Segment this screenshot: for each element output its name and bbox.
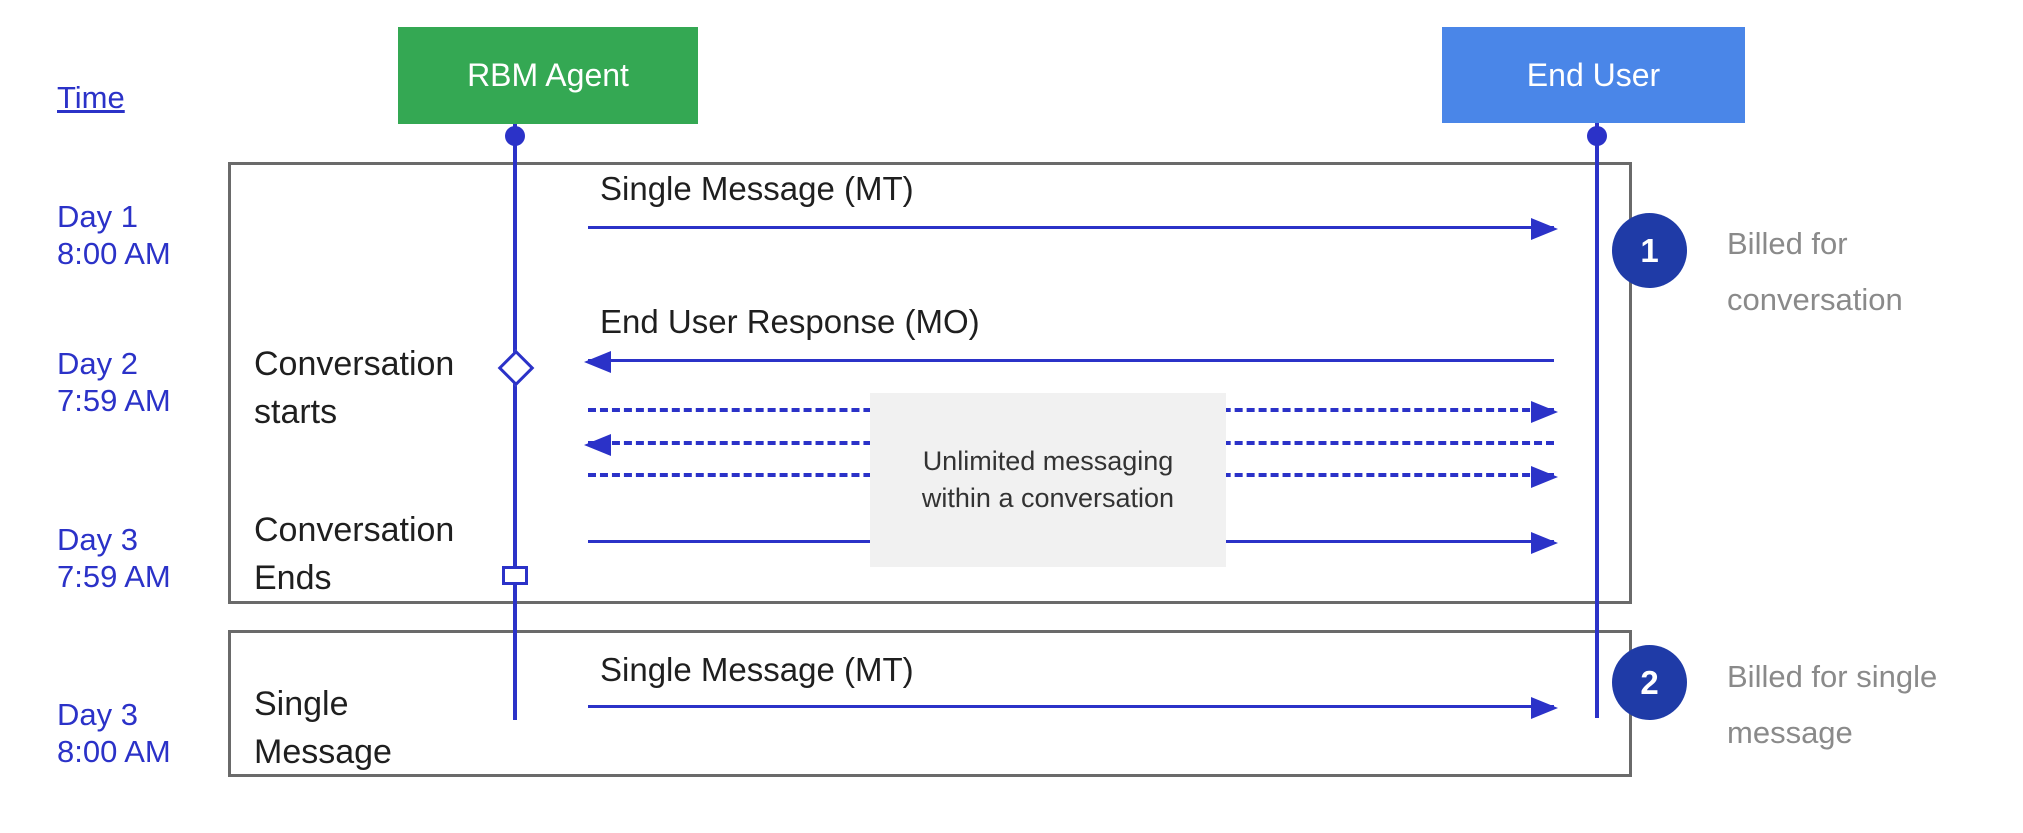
conversation-phase-box [228, 162, 1632, 604]
time-entry-day3-end: Day 3 7:59 AM [57, 521, 171, 595]
billing-badge-1: 1 [1612, 213, 1687, 288]
time-entry-clock: 8:00 AM [57, 734, 171, 769]
time-entry-day: Day 3 [57, 522, 138, 557]
time-entry-day2: Day 2 7:59 AM [57, 345, 171, 419]
billing-badge-2: 2 [1612, 645, 1687, 720]
billed-for-single-message-label: Billed for single message [1727, 649, 1937, 761]
unlimited-note-line2: within a conversation [921, 483, 1175, 513]
rbm-lifeline-start-dot [505, 126, 525, 146]
billing-badge-1-number: 1 [1640, 231, 1659, 269]
rbm-agent-actor-box: RBM Agent [398, 27, 698, 124]
time-entry-day: Day 2 [57, 346, 138, 381]
billed-1-line2: conversation [1727, 282, 1903, 317]
mt-single-message-arrow [588, 697, 1558, 719]
billed-1-line1: Billed for [1727, 226, 1848, 261]
single-message-line1: Single [254, 685, 349, 723]
conversation-starts-label: Conversation starts [254, 340, 454, 436]
billing-badge-2-number: 2 [1640, 663, 1659, 701]
billed-2-line2: message [1727, 715, 1853, 750]
single-message-line2: Message [254, 733, 392, 771]
time-entry-day1: Day 1 8:00 AM [57, 198, 171, 272]
conversation-ends-line2: Ends [254, 559, 332, 597]
conversation-starts-line2: starts [254, 393, 338, 431]
conversation-ends-line1: Conversation [254, 511, 455, 549]
mt-message-arrow [588, 218, 1558, 240]
time-entry-day: Day 3 [57, 697, 138, 732]
conversation-starts-line1: Conversation [254, 345, 455, 383]
mt-single-message-label: Single Message (MT) [600, 651, 914, 688]
end-user-actor-box: End User [1442, 27, 1745, 123]
mo-response-arrow [584, 351, 1554, 373]
time-entry-day: Day 1 [57, 199, 138, 234]
single-message-phase-box [228, 630, 1632, 777]
conversation-end-marker [502, 566, 528, 585]
time-entry-day3-new: Day 3 8:00 AM [57, 696, 171, 770]
billed-for-conversation-label: Billed for conversation [1727, 216, 1903, 328]
mo-response-label: End User Response (MO) [600, 303, 980, 340]
time-entry-clock: 7:59 AM [57, 559, 171, 594]
billed-2-line1: Billed for single [1727, 659, 1938, 694]
mt-message-label: Single Message (MT) [600, 170, 914, 207]
single-message-block-label: Single Message [254, 680, 392, 776]
rbm-agent-lifeline [513, 123, 517, 720]
end-user-lifeline-start-dot [1587, 126, 1607, 146]
conversation-ends-label: Conversation Ends [254, 506, 454, 602]
unlimited-messaging-note: Unlimited messaging within a conversatio… [870, 393, 1226, 567]
end-user-label: End User [1526, 56, 1661, 93]
end-user-lifeline [1595, 123, 1599, 718]
time-entry-clock: 8:00 AM [57, 236, 171, 271]
time-axis-title: Time [57, 80, 125, 115]
rbm-agent-label: RBM Agent [467, 57, 629, 93]
time-entry-clock: 7:59 AM [57, 383, 171, 418]
unlimited-note-line1: Unlimited messaging [922, 446, 1174, 476]
